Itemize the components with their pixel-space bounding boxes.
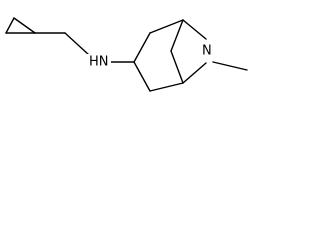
bond-ring-f	[182, 62, 207, 84]
bond-bridge-top	[170, 19, 184, 52]
bond-n-methyl	[212, 61, 248, 71]
bridge-n-label-bg	[200, 43, 214, 59]
bond-cyclopropyl-b	[13, 17, 36, 34]
bond-ring-c	[182, 19, 207, 40]
structure-canvas: HN N	[0, 0, 261, 97]
bond-cyclopropyl-a	[5, 17, 15, 34]
molecule-diagram: HN N	[5, 17, 248, 92]
bond-ring-e	[149, 82, 184, 92]
bond-ch2-nh	[64, 32, 90, 56]
amine-nh-label: HN	[89, 55, 109, 70]
amine-label-bg	[87, 54, 111, 70]
bond-ring-d	[133, 61, 151, 92]
bond-ring-a	[133, 32, 151, 63]
bridge-n-label: N	[202, 44, 212, 59]
bond-ring-b	[149, 19, 184, 34]
bond-bridge-bottom	[170, 50, 184, 84]
